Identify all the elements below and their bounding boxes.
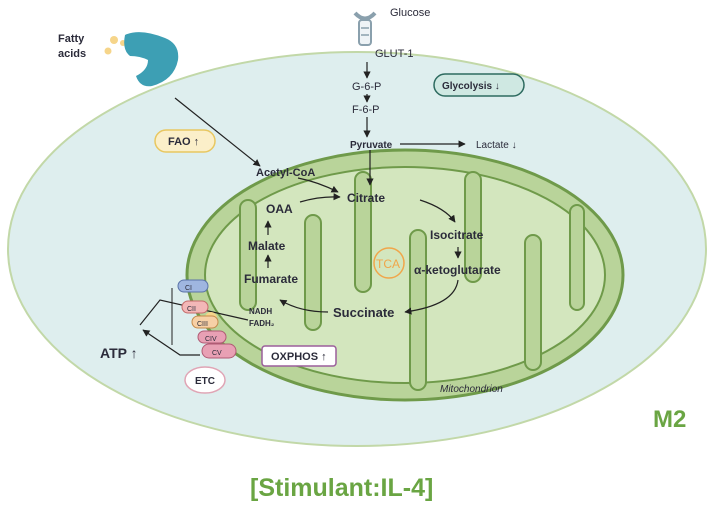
stimulant-label: [Stimulant:IL-4] [250,474,434,502]
oxphos-label: OXPHOS ↑ [271,351,327,363]
isocitrate-label: Isocitrate [430,228,484,242]
glut1-label: GLUT-1 [375,48,414,60]
acetyl-coa-label: Acetyl-CoA [256,167,315,179]
pyruvate-label: Pyruvate [350,140,393,151]
cell-type-label: M2 [653,406,687,433]
fao-label: FAO ↑ [168,136,199,148]
glucose-label: Glucose [390,7,430,19]
tca-label: TCA [376,257,400,271]
etc-badge [184,366,226,394]
citrate-label: Citrate [347,191,385,205]
pathway-arrows [139,62,466,356]
malate-label: Malate [248,239,286,253]
g6p-label: G-6-P [352,81,381,93]
complex-i-label: CI [185,285,192,292]
oaa-label: OAA [266,202,293,216]
etc-label: ETC [195,376,215,387]
f6p-label: F-6-P [352,104,380,116]
tca-badge [373,247,405,279]
a-ketoglutarate-label: α-ketoglutarate [414,263,501,277]
complex-iii-label: CIII [197,321,208,328]
glycolysis-badge [433,73,525,97]
glut1-transporter [353,11,377,46]
fatty-acid-receptor-icon [104,32,179,87]
nadh-label: NADH [249,307,272,316]
lactate-label: Lactate ↓ [476,140,517,151]
complex-iv-label: CIV [205,336,217,343]
succinate-label: Succinate [333,305,394,320]
oxphos-badge [261,345,337,367]
glycolysis-label: Glycolysis ↓ [442,81,500,92]
fatty-acids-label-1: Fatty [58,33,85,45]
fadh2-label: FADH₂ [249,319,275,328]
atp-label: ATP ↑ [100,345,138,361]
etc-complexes [171,279,237,359]
fao-badge [154,129,216,153]
fatty-acids-label-2: acids [58,48,86,60]
fumarate-label: Fumarate [244,272,298,286]
complex-v-label: CV [212,350,222,357]
mitochondrion-label: Mitochondrion [440,384,503,395]
complex-ii-label: CII [187,306,196,313]
